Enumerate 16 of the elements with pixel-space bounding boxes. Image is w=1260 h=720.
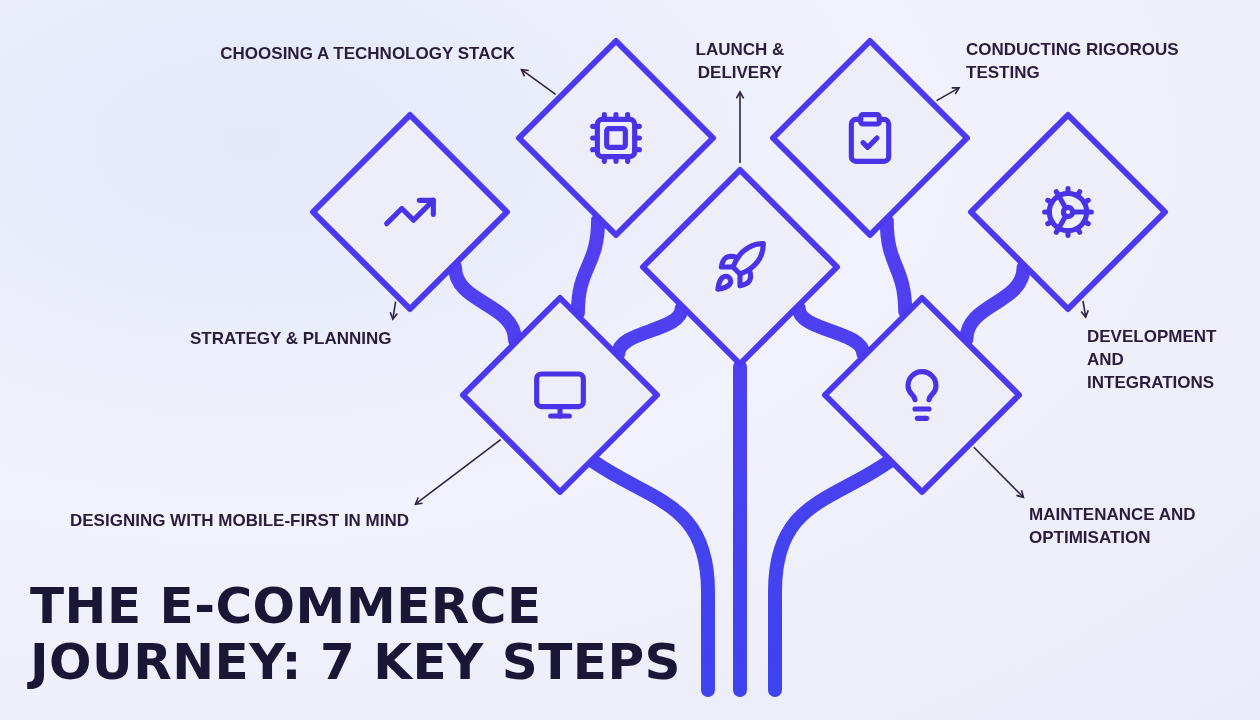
branch-line [733,360,747,697]
leader-arrow [389,300,399,320]
step-label: STRATEGY & PLANNING [190,327,430,350]
step-label: DESIGNING WITH MOBILE-FIRST IN MIND [70,509,470,532]
leader-arrow [735,91,745,164]
step-label: LAUNCH & DELIVERY [680,38,800,84]
leader-arrow [973,446,1025,499]
leader-arrow [520,68,557,96]
branch-line [448,260,522,347]
step-label: CONDUCTING RIGOROUS TESTING [966,38,1226,84]
leader-arrow [935,87,960,102]
leader-arrow [1080,300,1089,318]
step-label: CHOOSING A TECHNOLOGY STACK [170,42,515,65]
step-label: DEVELOPMENT AND INTEGRATIONS [1087,325,1247,394]
step-label: MAINTENANCE AND OPTIMISATION [1029,503,1229,549]
leader-arrow [414,438,502,505]
